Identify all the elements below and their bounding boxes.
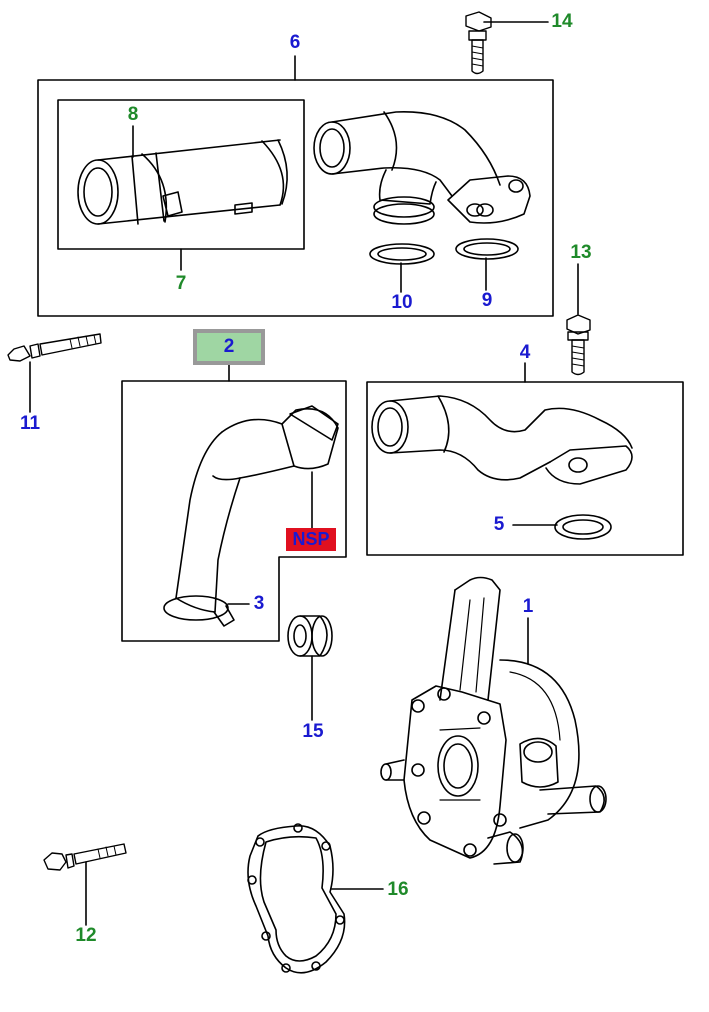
- callout-7: 7: [175, 273, 187, 294]
- bolt-12: [43, 843, 127, 871]
- callout-5: 5: [493, 514, 505, 535]
- tube-8: [77, 139, 288, 225]
- seal-10: [369, 243, 435, 265]
- callout-8: 8: [127, 104, 139, 125]
- callout-3: 3: [253, 593, 265, 614]
- grommet-15: [287, 615, 333, 657]
- water-pump-1: [380, 576, 607, 865]
- group-box-4: [366, 381, 684, 556]
- callout-2: 2: [223, 336, 235, 357]
- callout-15: 15: [302, 721, 324, 742]
- callout-6: 6: [289, 32, 301, 53]
- nsp-badge: NSP: [286, 528, 336, 551]
- callout-14: 14: [551, 11, 573, 32]
- part-2-highlight: 2: [193, 329, 265, 365]
- group-box-2: [121, 380, 347, 642]
- seal-9: [455, 238, 519, 260]
- group-box-7-8: [57, 99, 305, 250]
- stud-11: [7, 333, 102, 362]
- callout-10: 10: [391, 292, 413, 313]
- gasket-16: [247, 823, 346, 974]
- bolt-14: [465, 11, 492, 75]
- pipe-4: [371, 395, 633, 485]
- callout-13: 13: [570, 242, 592, 263]
- callout-1: 1: [522, 596, 534, 617]
- callout-4: 4: [519, 342, 531, 363]
- callout-11: 11: [19, 413, 41, 434]
- callout-16: 16: [387, 879, 409, 900]
- seal-5: [554, 514, 612, 540]
- callout-9: 9: [481, 290, 493, 311]
- hose-2: [163, 405, 339, 627]
- callout-12: 12: [75, 925, 97, 946]
- elbow-pipe-6: [313, 111, 531, 225]
- bolt-13: [566, 314, 591, 376]
